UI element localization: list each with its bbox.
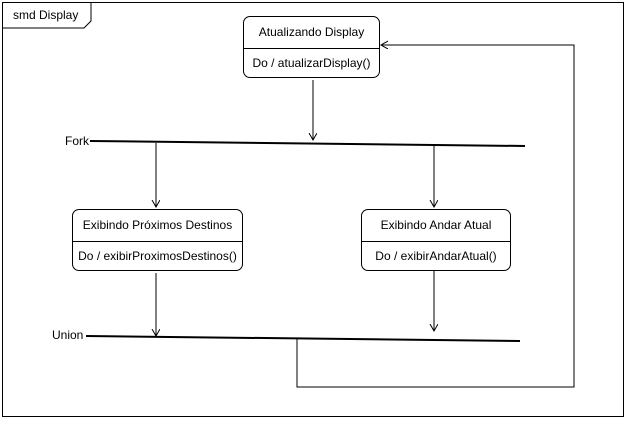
union-label: Union [52,328,84,342]
transition-union-loop-back[interactable] [296,45,575,388]
frame-label: smd Display [13,8,79,22]
frame-tag: smd Display [2,2,91,28]
fork-bar[interactable] [89,140,526,147]
state-updating-title: Atualizando Display [258,25,365,39]
fork-label: Fork [65,134,89,148]
state-updating-activity: Do / atualizarDisplay() [252,56,371,70]
state-next-destinations-activity: Do / exibirProximosDestinos() [78,249,237,263]
state-current-floor-title: Exibindo Andar Atual [380,218,492,232]
frame-tag-shape [2,2,92,29]
diagram-frame [2,2,624,417]
state-divider [362,241,510,242]
state-divider [244,48,379,49]
state-current-floor-activity: Do / exibirAndarAtual() [375,249,497,263]
state-current-floor[interactable]: Exibindo Andar Atual Do / exibirAndarAtu… [361,209,511,271]
state-divider [73,241,242,242]
state-next-destinations-title: Exibindo Próximos Destinos [82,218,233,232]
state-next-destinations[interactable]: Exibindo Próximos Destinos Do / exibirPr… [72,209,243,271]
state-updating-display[interactable]: Atualizando Display Do / atualizarDispla… [243,16,380,78]
